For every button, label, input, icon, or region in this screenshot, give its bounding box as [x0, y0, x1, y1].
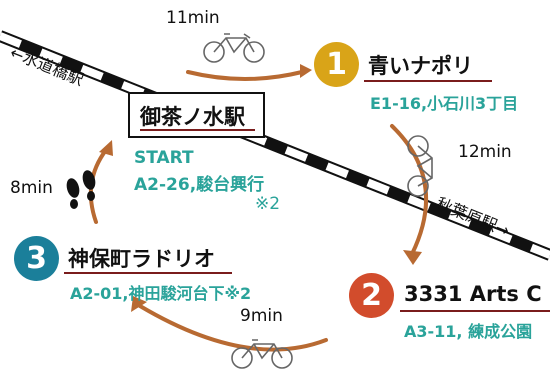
stop-name: 神保町ラドリオ — [68, 247, 215, 271]
leg-time-2-to-3: 9min — [240, 306, 283, 326]
bicycle-icon — [407, 135, 433, 197]
route-arc-1-to-2 — [390, 124, 429, 256]
route-arcs — [88, 64, 429, 352]
railway-line — [0, 30, 550, 261]
route-arrowhead-4 — [99, 140, 113, 156]
start-label: START — [134, 148, 194, 168]
stop-underline — [400, 310, 550, 312]
bicycle-icon — [203, 33, 265, 63]
leg-time-3-to-start: 8min — [10, 178, 53, 198]
route-arrowhead-3 — [131, 296, 147, 312]
route-arrowhead-2 — [403, 250, 422, 265]
stop-number-badge: 2 — [349, 273, 394, 318]
route-arrowhead-1 — [300, 64, 312, 78]
start-note: ※2 — [255, 194, 281, 214]
stop-number-badge: 1 — [314, 42, 359, 87]
stop-info: A3-11, 練成公園 — [404, 322, 533, 341]
start-code: A2-26,駿台興行 — [134, 175, 265, 195]
stop-info: E1-16,小石川3丁目 — [370, 94, 519, 113]
footprints-icon — [66, 170, 96, 209]
route-arc-2-to-3 — [138, 304, 328, 352]
stop-underline — [364, 80, 492, 82]
stop-info: A2-01,神田駿河台下※2 — [70, 284, 252, 303]
stop-underline — [64, 272, 232, 274]
route-arc-start-to-1 — [186, 70, 304, 81]
stop-name: 3331 Arts C — [404, 282, 542, 306]
bicycle-icon — [231, 339, 293, 369]
stop-name: 青いナポリ — [368, 54, 473, 78]
station-name: 御茶ノ水駅 — [140, 105, 245, 129]
stop-number-badge: 3 — [14, 236, 59, 281]
leg-time-1-to-2: 12min — [458, 142, 512, 162]
station-underline — [140, 129, 255, 131]
leg-time-start-to-1: 11min — [166, 8, 220, 28]
